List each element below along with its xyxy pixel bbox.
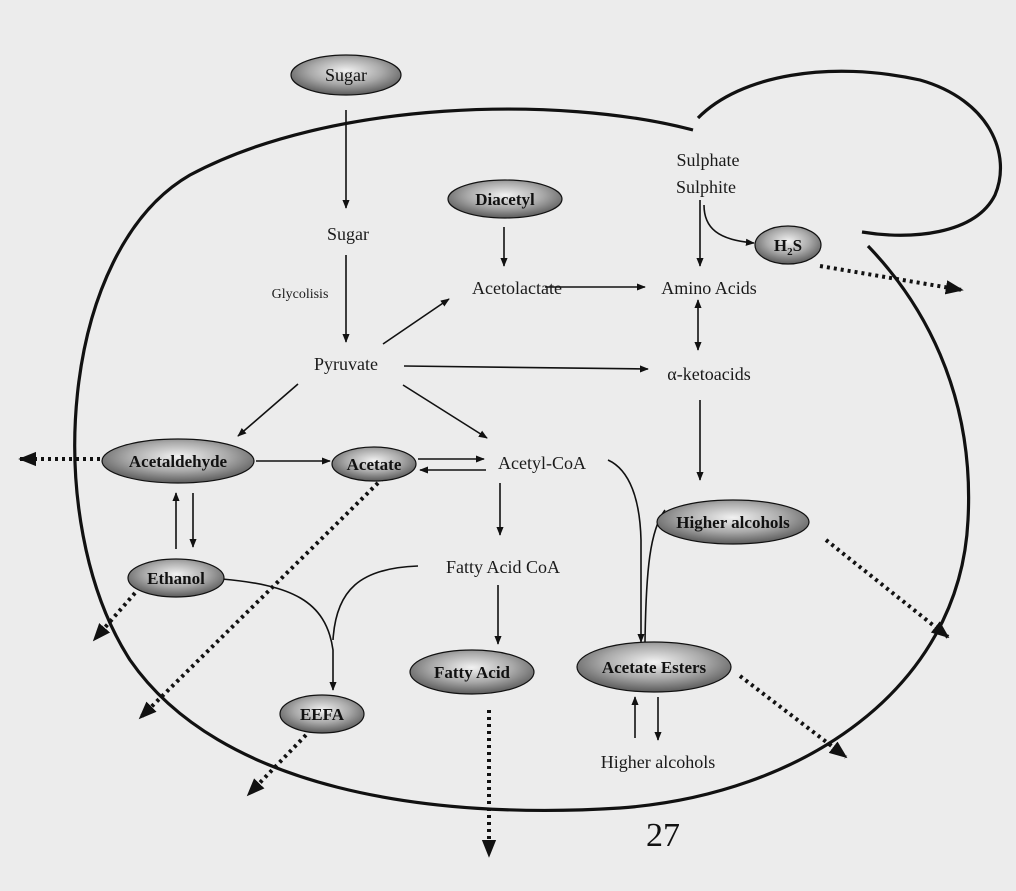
oval-acetate: Acetate <box>331 446 417 482</box>
oval-ethanol: Ethanol <box>127 558 225 598</box>
label-amino-acids: Amino Acids <box>661 278 757 298</box>
oval-higher-alcohols-label: Higher alcohols <box>676 513 790 532</box>
dotted-arrows <box>18 264 964 858</box>
label-acetyl-coa: Acetyl-CoA <box>498 453 586 473</box>
oval-acetate-esters: Acetate Esters <box>576 641 732 693</box>
oval-acetaldehyde: Acetaldehyde <box>101 438 255 484</box>
label-ketoacids: α-ketoacids <box>667 364 750 384</box>
solid-arrows <box>172 110 755 741</box>
label-fatty-acid-coa: Fatty Acid CoA <box>446 557 560 577</box>
page-number: 27 <box>646 817 680 854</box>
oval-sugar-label: Sugar <box>325 65 367 85</box>
oval-diacetyl-label: Diacetyl <box>475 190 535 209</box>
oval-h2s-label: H2S <box>774 236 802 258</box>
oval-fatty-acid: Fatty Acid <box>409 649 535 695</box>
label-sugar: Sugar <box>327 224 369 244</box>
label-sulphite: Sulphite <box>676 177 736 197</box>
label-sulphate: Sulphate <box>677 150 740 170</box>
label-acetolactate: Acetolactate <box>472 278 562 298</box>
bud-outline <box>696 69 1003 237</box>
oval-diacetyl: Diacetyl <box>447 179 563 219</box>
oval-eefa-label: EEFA <box>300 705 345 724</box>
label-glycolysis: Glycolisis <box>272 287 329 302</box>
oval-fatty-acid-label: Fatty Acid <box>434 663 511 682</box>
oval-ethanol-label: Ethanol <box>147 569 205 588</box>
oval-acetate-label: Acetate <box>347 455 402 474</box>
label-higher-alcohols: Higher alcohols <box>601 752 715 772</box>
oval-h2s: H2S <box>754 225 822 265</box>
oval-eefa: EEFA <box>279 694 365 734</box>
oval-sugar: Sugar <box>290 54 402 96</box>
label-pyruvate: Pyruvate <box>314 354 378 374</box>
oval-acetaldehyde-label: Acetaldehyde <box>129 452 228 471</box>
oval-higher-alcohols: Higher alcohols <box>656 499 810 545</box>
oval-acetate-esters-label: Acetate Esters <box>602 658 707 677</box>
